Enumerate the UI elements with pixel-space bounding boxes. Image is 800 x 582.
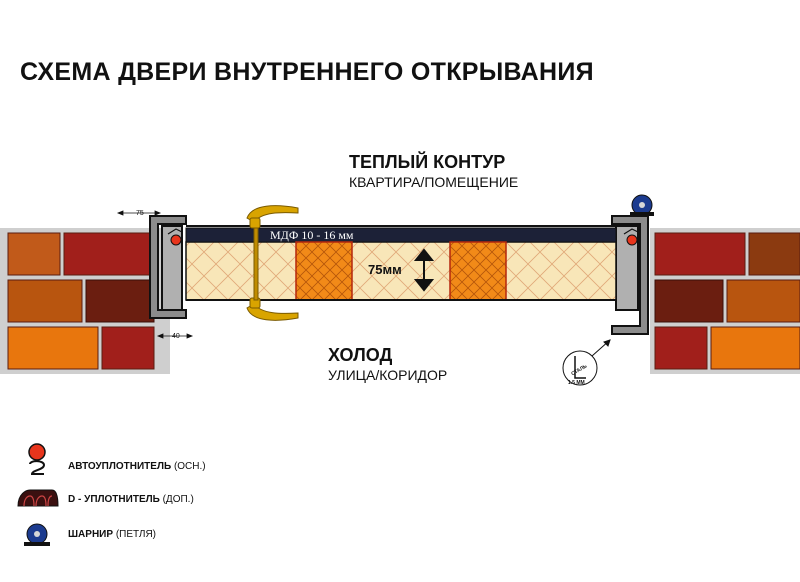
legend-d-seal-normal: (ДОП.) <box>162 494 194 505</box>
steel-callout <box>562 339 611 386</box>
warm-zone-title: ТЕПЛЫЙ КОНТУР <box>349 152 506 172</box>
legend-d-seal-bold: D - УПЛОТНИТЕЛЬ <box>68 494 160 505</box>
d-seal-icon <box>17 489 59 507</box>
door-handle <box>246 205 299 321</box>
left-brick-wall <box>0 228 170 374</box>
warm-zone-subtitle: КВАРТИРА/ПОМЕЩЕНИЕ <box>349 174 519 190</box>
steel-label-line2: 1.5 ММ <box>568 380 585 386</box>
hinge-top-icon <box>630 194 654 216</box>
mdf-panel <box>185 227 617 243</box>
legend-hinge-normal: (ПЕТЛЯ) <box>115 529 157 540</box>
dim-bottom <box>156 333 194 339</box>
auto-seal-right-icon <box>623 228 639 246</box>
timber-bar-left <box>295 241 353 301</box>
thickness-label: 75мм <box>368 262 402 277</box>
dim-bottom-label: 40 <box>172 333 180 340</box>
cold-zone-subtitle: УЛИЦА/КОРИДОР <box>328 367 448 383</box>
legend-hinge-bold: ШАРНИР <box>68 529 114 540</box>
auto-seal-left-icon <box>167 228 183 246</box>
left-steel-frame <box>149 215 187 319</box>
thickness-arrow <box>413 248 435 292</box>
hinge-icon <box>24 523 50 546</box>
legend-item-hinge: ШАРНИР (ПЕТЛЯ) <box>68 529 156 540</box>
mdf-label: МДФ 10 - 16 мм <box>270 228 354 242</box>
timber-bar-right <box>449 241 507 301</box>
dim-top <box>116 210 162 216</box>
right-steel-frame <box>611 215 649 335</box>
cold-zone-title: ХОЛОД <box>328 345 393 365</box>
page-title: СХЕМА ДВЕРИ ВНУТРЕННЕГО ОТКРЫВАНИЯ <box>20 58 594 86</box>
right-brick-wall <box>650 228 800 374</box>
dim-top-label: 75 <box>136 210 144 217</box>
legend-item-auto-seal: АВТОУПЛОТНИТЕЛЬ (ОСН.) <box>68 461 206 472</box>
legend-item-d-seal: D - УПЛОТНИТЕЛЬ (ДОП.) <box>68 494 194 505</box>
legend-auto-seal-normal: (ОСН.) <box>173 461 206 472</box>
auto-seal-icon <box>28 443 46 475</box>
legend-auto-seal-bold: АВТОУПЛОТНИТЕЛЬ <box>68 461 172 472</box>
